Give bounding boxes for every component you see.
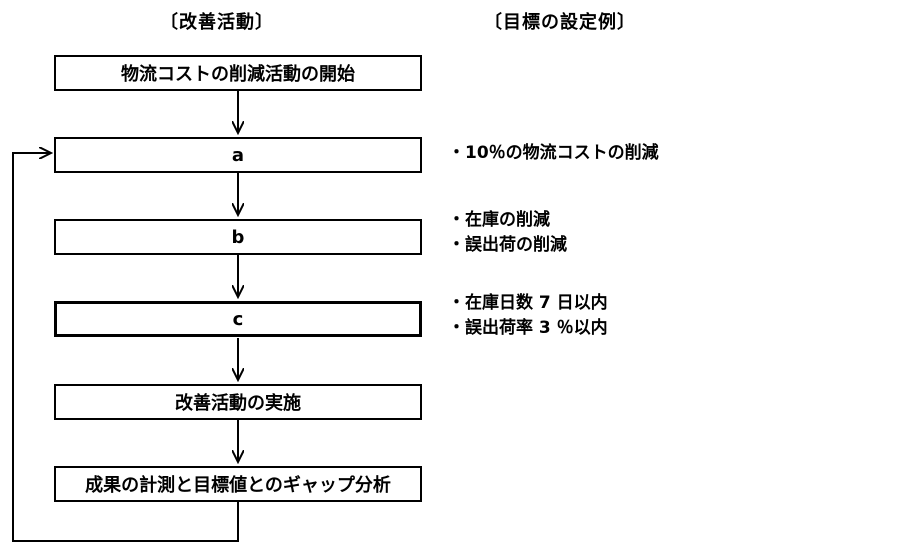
goal-item: ・10％の物流コストの削減 (448, 143, 659, 163)
goals-a: ・10％の物流コストの削減 (448, 141, 659, 166)
step-implementation: 改善活動の実施 (54, 384, 422, 420)
goal-item: ・誤出荷率 3 ％以内 (448, 318, 608, 338)
step-start-logistics-cost-reduction: 物流コストの削減活動の開始 (54, 55, 422, 91)
step-gap-analysis: 成果の計測と目標値とのギャップ分析 (54, 466, 422, 502)
goals-b: ・在庫の削減 ・誤出荷の削減 (448, 208, 567, 258)
step-c: c (54, 301, 422, 337)
heading-goal-examples: 〔目標の設定例〕 (484, 12, 636, 33)
goals-c: ・在庫日数 7 日以内 ・誤出荷率 3 ％以内 (448, 291, 608, 341)
heading-kaizen: 〔改善活動〕 (160, 12, 274, 33)
feedback-loop-arrow (12, 153, 239, 542)
goal-item: ・誤出荷の削減 (448, 235, 567, 255)
goal-item: ・在庫日数 7 日以内 (448, 293, 608, 313)
step-b: b (54, 219, 422, 255)
step-a: a (54, 137, 422, 173)
goal-item: ・在庫の削減 (448, 210, 550, 230)
